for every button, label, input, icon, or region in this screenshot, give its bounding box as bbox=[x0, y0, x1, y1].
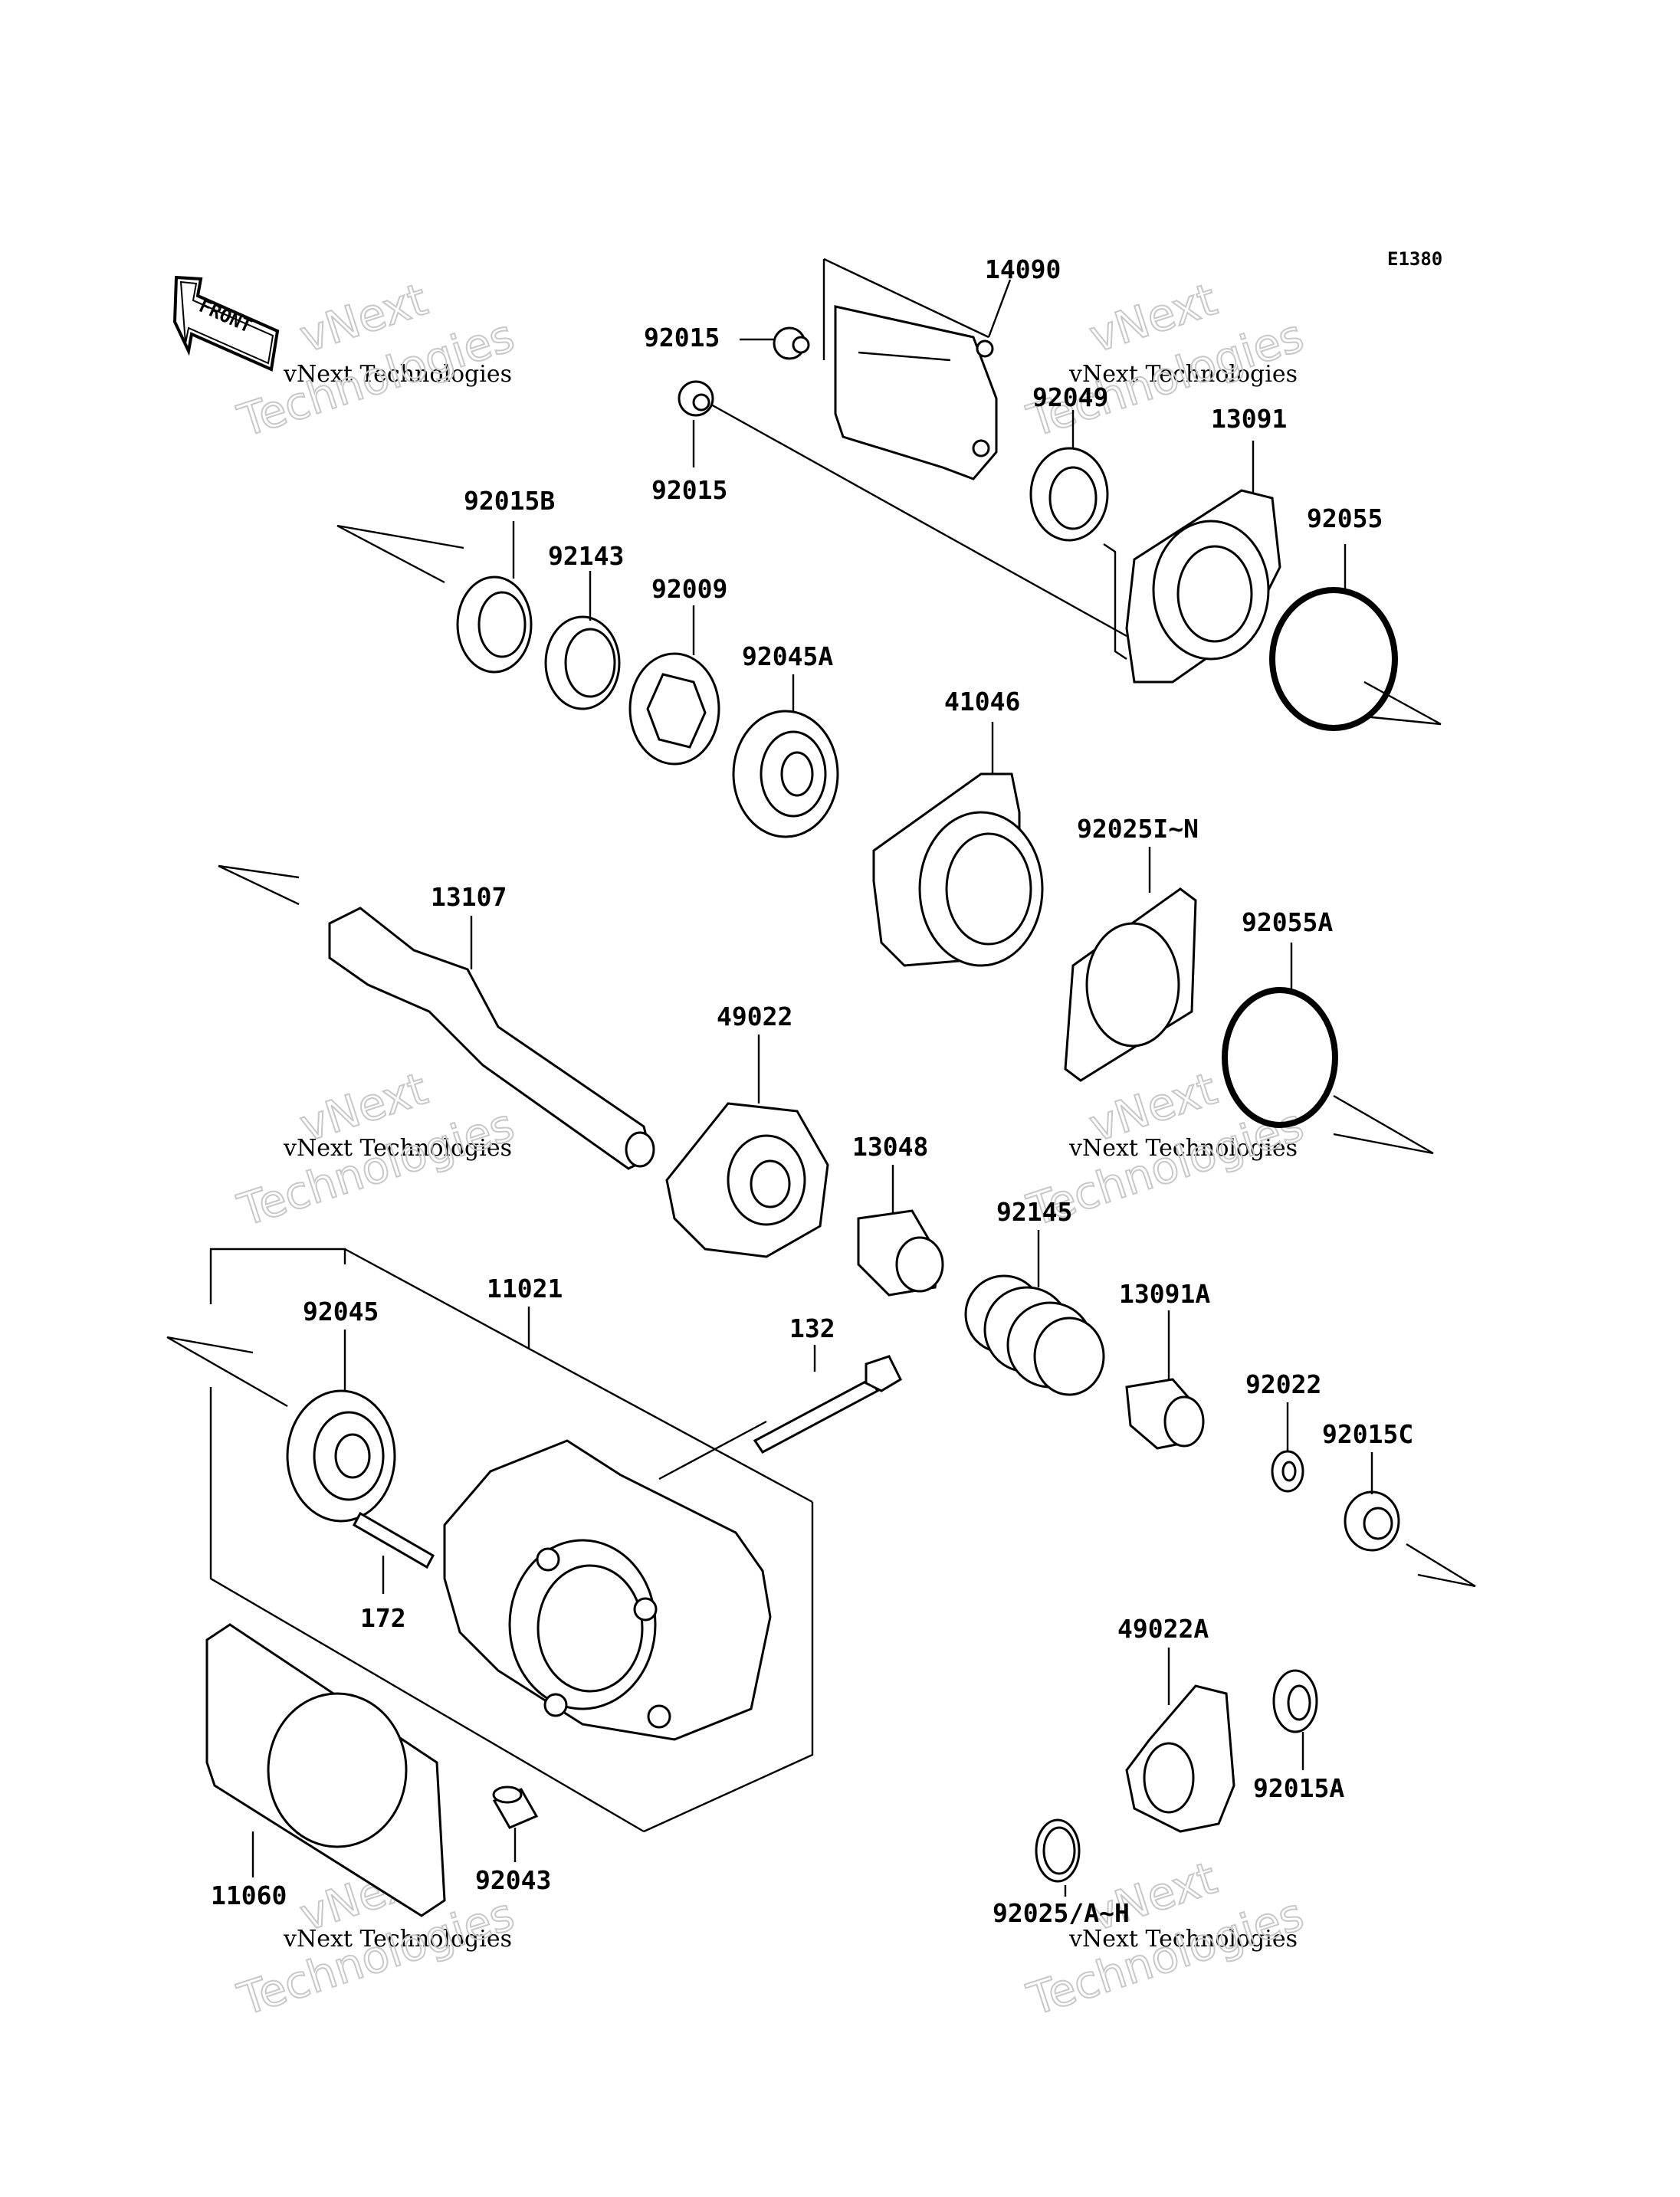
part-92015C-nut bbox=[1344, 1490, 1400, 1552]
assembly-lines bbox=[166, 257, 1476, 1833]
part-92143-collar bbox=[544, 615, 621, 710]
svg-text:vNext Technologies: vNext Technologies bbox=[1068, 361, 1298, 388]
label-11060: 11060 bbox=[211, 1881, 287, 1910]
label-132: 132 bbox=[789, 1313, 835, 1343]
watermark-mid-left: vNext vNext Technologies Technologies bbox=[231, 1061, 520, 1237]
label-92025-A-H: 92025/A~H bbox=[993, 1898, 1130, 1928]
part-92015-nut-mid bbox=[678, 380, 714, 417]
part-92049-seal bbox=[1029, 447, 1109, 542]
svg-text:vNext Technologies: vNext Technologies bbox=[283, 1135, 512, 1162]
part-92015B-locknut bbox=[456, 575, 533, 674]
label-92143: 92143 bbox=[548, 541, 624, 571]
label-14090: 14090 bbox=[985, 254, 1061, 284]
part-92045-bearing bbox=[286, 1389, 396, 1523]
leader-lines bbox=[251, 279, 1373, 1897]
svg-text:vNext Technologies: vNext Technologies bbox=[1068, 1135, 1298, 1162]
front-arrow-icon: FRONT bbox=[172, 275, 280, 372]
label-41046: 41046 bbox=[944, 687, 1020, 716]
part-92015A-nut bbox=[1272, 1669, 1318, 1733]
label-49022: 49022 bbox=[717, 1002, 792, 1031]
label-92055A: 92055A bbox=[1242, 907, 1333, 937]
svg-text:vNext Technologies: vNext Technologies bbox=[1068, 1926, 1298, 1953]
label-92009: 92009 bbox=[651, 574, 727, 604]
part-13048-coupling bbox=[857, 1209, 944, 1297]
diagram-code: E1380 bbox=[1387, 248, 1442, 270]
label-92015A: 92015A bbox=[1253, 1773, 1344, 1803]
label-92045A: 92045A bbox=[742, 641, 833, 671]
label-11021: 11021 bbox=[487, 1274, 563, 1303]
part-13091A-bushing bbox=[1125, 1378, 1205, 1450]
part-13107-shaft bbox=[328, 907, 655, 1170]
part-13091-housing bbox=[1125, 489, 1281, 684]
label-92049: 92049 bbox=[1032, 382, 1108, 412]
watermark-top-left: vNext vNext Technologies Technologies bbox=[231, 272, 520, 448]
label-92015C: 92015C bbox=[1322, 1419, 1413, 1449]
label-92045: 92045 bbox=[303, 1297, 379, 1326]
label-92015-mid: 92015 bbox=[651, 475, 727, 505]
part-92045A-bearing bbox=[732, 710, 839, 838]
label-13091A: 13091A bbox=[1119, 1279, 1210, 1309]
part-41046-housing bbox=[872, 772, 1044, 967]
label-92022: 92022 bbox=[1245, 1369, 1321, 1399]
label-92025I-N: 92025I~N bbox=[1077, 814, 1199, 844]
part-14090-cover bbox=[834, 305, 998, 480]
part-92009-washer bbox=[628, 652, 720, 766]
svg-text:vNext Technologies: vNext Technologies bbox=[283, 1926, 512, 1953]
part-49022A-gear bbox=[1125, 1684, 1235, 1833]
label-13048: 13048 bbox=[852, 1132, 928, 1162]
part-11021-case bbox=[443, 1439, 772, 1741]
svg-text:vNext Technologies: vNext Technologies bbox=[283, 361, 512, 388]
part-92055-oring bbox=[1269, 587, 1398, 731]
part-92055A-oring bbox=[1222, 987, 1338, 1128]
label-13091: 13091 bbox=[1211, 404, 1287, 434]
part-92145-spring bbox=[964, 1274, 1105, 1396]
label-172: 172 bbox=[360, 1603, 406, 1633]
label-49022A: 49022A bbox=[1117, 1614, 1209, 1644]
label-13107: 13107 bbox=[431, 882, 507, 912]
part-92022-washer bbox=[1271, 1450, 1304, 1493]
part-132-bolt bbox=[753, 1355, 902, 1454]
label-92015B: 92015B bbox=[464, 486, 555, 516]
label-92145: 92145 bbox=[996, 1197, 1072, 1227]
label-92015-top: 92015 bbox=[644, 323, 720, 353]
part-92025I-N-gasket bbox=[1064, 887, 1197, 1082]
part-92043-dowel bbox=[492, 1785, 539, 1829]
label-92043: 92043 bbox=[475, 1865, 551, 1895]
part-11060-gasket bbox=[205, 1623, 446, 1917]
part-49022-bevel-gear bbox=[665, 1102, 829, 1258]
part-92025-A-H-shim bbox=[1035, 1818, 1081, 1883]
label-92055: 92055 bbox=[1307, 503, 1383, 533]
part-92015-nut-top bbox=[773, 326, 810, 360]
part-172-stud bbox=[352, 1511, 435, 1569]
